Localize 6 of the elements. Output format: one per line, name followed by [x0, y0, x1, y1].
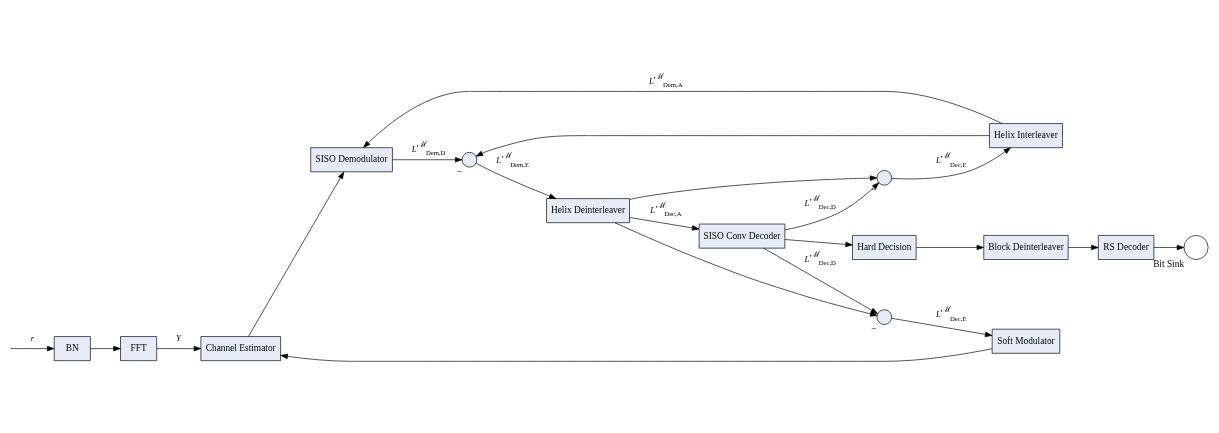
node-label: − — [456, 166, 462, 177]
node-label: − — [871, 323, 877, 334]
edge-label: r — [30, 332, 35, 343]
edge-label: Y — [176, 332, 181, 343]
node-label: − — [871, 184, 877, 195]
node-label: Bit Sink — [1153, 258, 1185, 269]
